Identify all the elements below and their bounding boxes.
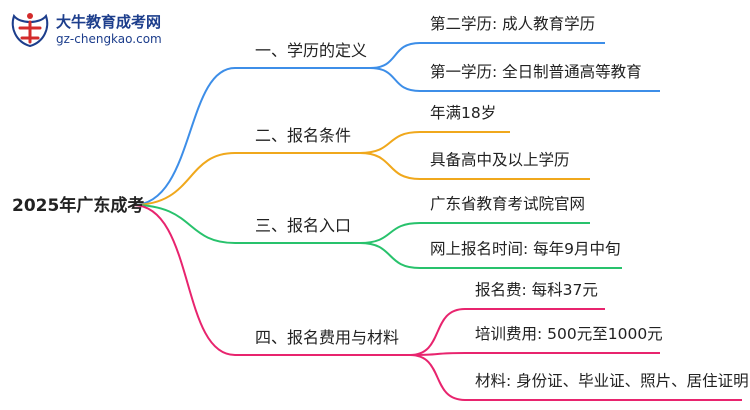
branch-3-label: 三、报名入口 xyxy=(255,216,352,235)
branch-2-connectors xyxy=(132,131,590,206)
branch-2-child-1: 年满18岁 xyxy=(430,104,497,122)
branch-1-label: 一、学历的定义 xyxy=(255,41,368,60)
branch-1-connectors xyxy=(132,42,660,206)
bull-logo-icon xyxy=(11,13,49,48)
branch-4-child-2-curve xyxy=(409,352,466,356)
branch-3-child-1: 广东省教育考试院官网 xyxy=(430,195,586,213)
branch-4-curve xyxy=(132,204,236,356)
branch-1-curve xyxy=(132,67,236,206)
branch-4-child-2: 培训费用: 500元至1000元 xyxy=(475,325,663,343)
branch-3-child-1-curve xyxy=(359,222,421,244)
branch-2-curve xyxy=(132,152,236,206)
branch-4-connectors xyxy=(132,204,742,401)
branch-1-child-2: 第一学历: 全日制普通高等教育 xyxy=(430,63,642,81)
branch-2-child-1-curve xyxy=(359,131,421,154)
branch-3-child-2-curve xyxy=(359,242,421,269)
branch-1-child-2-curve xyxy=(369,67,421,92)
site-logo[interactable]: 大牛教育成考网 gz-chengkao.com xyxy=(8,8,208,52)
logo-url: gz-chengkao.com xyxy=(56,32,162,46)
branch-1-child-1-curve xyxy=(369,42,421,69)
branch-3-curve xyxy=(132,204,236,244)
branch-4-child-3: 材料: 身份证、毕业证、照片、居住证明 xyxy=(475,372,749,390)
branch-3-child-2: 网上报名时间: 每年9月中旬 xyxy=(430,240,621,258)
branch-3-connectors xyxy=(132,204,622,269)
branch-1-child-1: 第二学历: 成人教育学历 xyxy=(430,15,596,33)
branch-2-child-2: 具备高中及以上学历 xyxy=(430,151,570,169)
branch-2-label: 二、报名条件 xyxy=(255,126,352,145)
branch-4-child-3-curve xyxy=(409,354,466,401)
branch-2-child-2-curve xyxy=(359,152,421,180)
root-node: 2025年广东成考 xyxy=(12,196,145,216)
branch-4-child-1-curve xyxy=(409,308,466,356)
branch-4-child-1: 报名费: 每科37元 xyxy=(475,281,598,299)
logo-title: 大牛教育成考网 xyxy=(56,13,162,31)
branch-4-label: 四、报名费用与材料 xyxy=(255,328,400,347)
